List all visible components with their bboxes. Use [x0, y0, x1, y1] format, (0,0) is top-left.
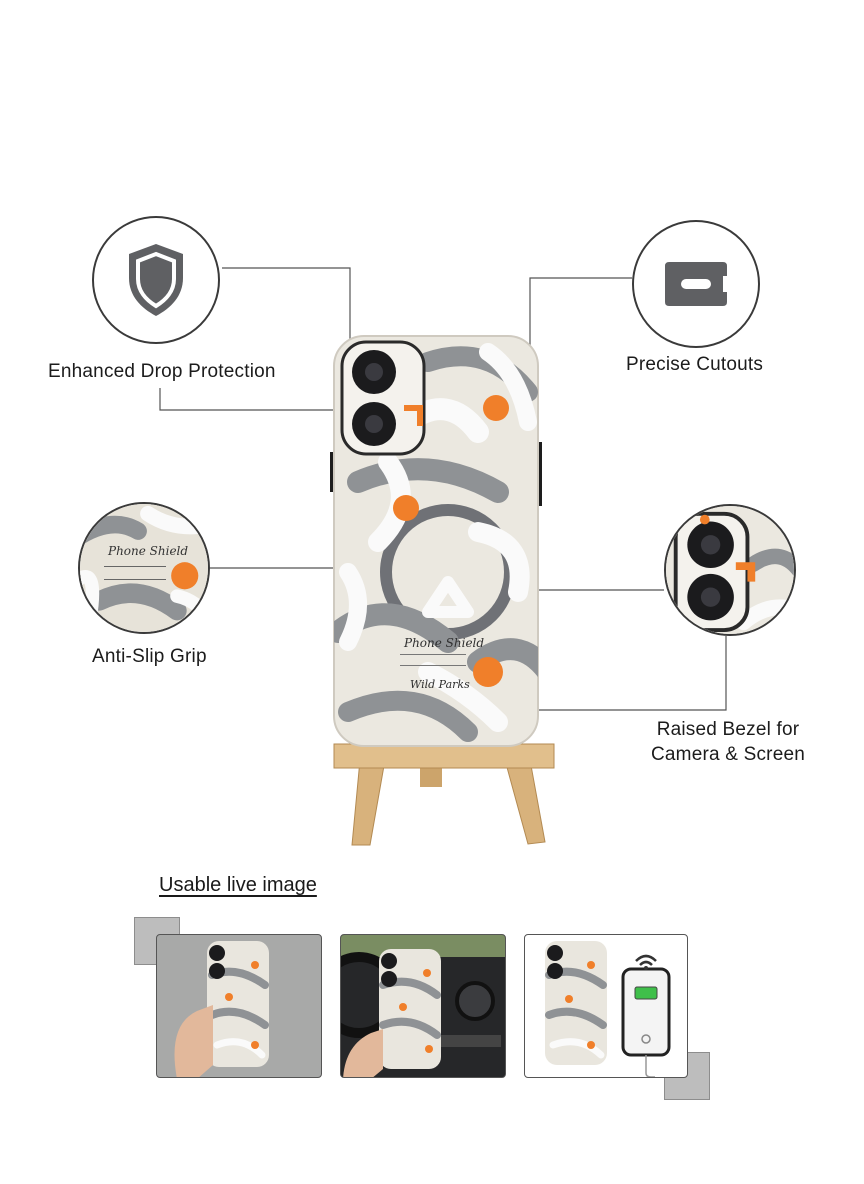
anti-slip-print-lines: [104, 566, 166, 580]
thumbnail-in-car-illustration: [341, 935, 505, 1077]
thumbnail-hand-held-illustration: [174, 941, 269, 1077]
raised-bezel-label-line1: Raised Bezel for: [656, 719, 800, 740]
drop-protection-label: Enhanced Drop Protection: [48, 361, 276, 382]
raised-bezel-label: Raised Bezel for Camera & Screen: [648, 717, 808, 767]
phone-case: [330, 335, 542, 747]
case-print-lines: [400, 654, 466, 666]
raised-bezel-label-line2: Camera & Screen: [650, 744, 805, 765]
anti-slip-circle: Phone Shield: [78, 502, 210, 634]
case-brand-print: Phone Shield: [404, 636, 485, 650]
usable-title: Usable live image: [159, 874, 317, 896]
thumbnail-hand-held: [156, 934, 322, 1078]
shield-icon: [129, 244, 183, 316]
thumbnail-in-car: [340, 934, 506, 1078]
thumbnail-wireless-charging: [524, 934, 688, 1078]
camera-bezel-closeup: [666, 506, 794, 634]
cutouts-circle: [632, 220, 760, 348]
drop-protection-circle: [92, 216, 220, 344]
case-signature-print: Wild Parks: [410, 678, 470, 691]
easel: [333, 743, 555, 846]
thumbnail-wireless-charging-illustration: [545, 941, 671, 1077]
anti-slip-label: Anti-Slip Grip: [92, 646, 207, 667]
cutouts-label: Precise Cutouts: [626, 354, 764, 375]
cutout-icon: [665, 262, 727, 306]
anti-slip-brand-print: Phone Shield: [108, 544, 189, 558]
raised-bezel-circle: [664, 504, 796, 636]
